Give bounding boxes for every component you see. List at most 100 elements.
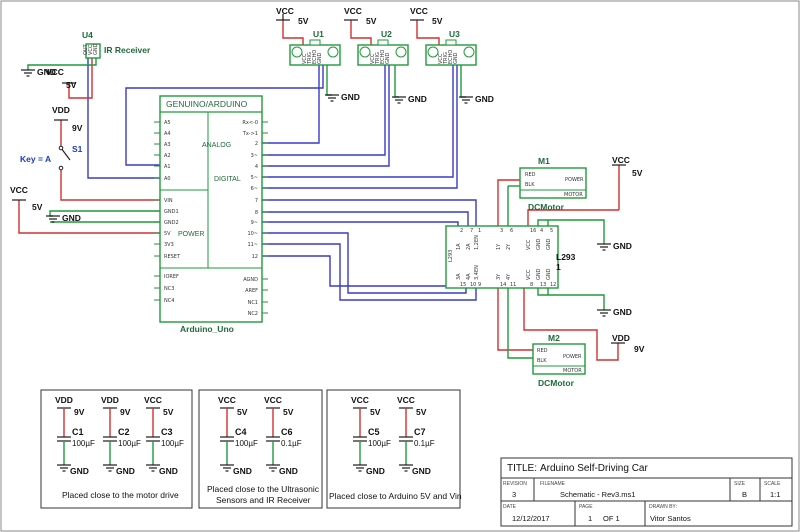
arduino-right-pin: NC1 xyxy=(248,300,258,306)
l293-top-pin: 1A xyxy=(456,243,462,250)
arduino-left-pin: RESET xyxy=(164,254,181,260)
note-motor: Placed close to the motor drive xyxy=(62,490,179,500)
gnd-symbol: GND xyxy=(597,241,632,251)
u1-pin-echo: ECHO xyxy=(312,50,318,64)
svg-text:GND: GND xyxy=(341,92,360,102)
size-value: B xyxy=(742,490,747,499)
cap-rail-value: 5V xyxy=(416,407,427,417)
cap-rail-name: VCC xyxy=(218,395,236,405)
dc-motor-m1[interactable]: RED BLK POWER MOTOR M1 DCMotor xyxy=(519,156,587,212)
u1-pin-vcc: VCC xyxy=(302,53,308,64)
decoupling-box-sensors: Placed close to the Ultrasonic Sensors a… xyxy=(198,389,323,509)
l293-ref: L293 xyxy=(556,252,576,262)
ir-receiver-u4[interactable]: OUT VCC GND U4 IR Receiver xyxy=(82,30,151,59)
title-value: Arduino Self-Driving Car xyxy=(540,463,648,474)
cap-value: 0.1µF xyxy=(281,439,302,448)
m1-name: DCMotor xyxy=(528,202,565,212)
l293-bottom-pin-num: 9 xyxy=(478,282,481,288)
cap-value: 100µF xyxy=(368,439,391,448)
u3-pin-gnd: GND xyxy=(453,52,459,64)
u1-ref: U1 xyxy=(313,29,324,39)
l293-top-pin: 1,2EN xyxy=(474,235,480,250)
arduino-right-pin: 4 xyxy=(255,164,258,170)
arduino-left-pin: A3 xyxy=(164,142,171,148)
cap-gnd-label: GND xyxy=(233,466,252,476)
m2-pin-red: RED xyxy=(537,348,548,354)
decoupling-box-motor: Placed close to the motor drive xyxy=(40,389,193,509)
arduino-right-pin: 2 xyxy=(255,141,258,147)
l293-bottom-pin: 3,4EN xyxy=(474,265,480,280)
l293-bottom-pin-num: 14 xyxy=(500,282,506,288)
arduino-left-pin: 3V3 xyxy=(164,242,174,248)
u4-pin-gnd: GND xyxy=(93,43,99,55)
switch-s1[interactable]: S1 Key = A xyxy=(20,144,83,171)
arduino-right-pin: 3~ xyxy=(251,153,258,159)
m2-name: DCMotor xyxy=(538,378,575,388)
l293-top-pin-num: 2 xyxy=(460,228,463,234)
svg-text:GND: GND xyxy=(37,67,56,77)
l293-sub: 1 xyxy=(556,262,561,272)
arduino-left-pin: A1 xyxy=(164,164,171,170)
u2-pin-echo: ECHO xyxy=(380,50,386,64)
cap-value: 100µF xyxy=(118,439,141,448)
power-label: POWER xyxy=(178,231,204,238)
s1-key: Key = A xyxy=(20,154,51,164)
vdd-symbol-switch: VDD 9V xyxy=(52,105,83,133)
arduino-right-pin: 5~ xyxy=(251,175,258,181)
arduino-uno[interactable]: GENUINO/ARDUINO ANALOG DIGITAL POWER Ard… xyxy=(154,95,268,334)
vcc-symbol-l293: VCC 5V xyxy=(612,155,643,178)
green-ground-wires xyxy=(27,58,605,359)
note-sensors-1: Placed close to the Ultrasonic xyxy=(207,484,320,494)
cap-rail-name: VCC xyxy=(351,395,369,405)
u1-pin-gnd: GND xyxy=(317,52,323,64)
arduino-left-pins: A5A4A3A2A1A0VINGND1GND25V3V3RESETIOREFNC… xyxy=(154,120,181,304)
cap-rail-value: 9V xyxy=(74,407,85,417)
scale-value: 1:1 xyxy=(770,490,780,499)
l293-top-pin-num: 16 xyxy=(530,228,536,234)
ultrasonic-sensor-u1[interactable]: U1 VCC TRIG ECHO GND xyxy=(289,29,341,66)
arduino-left-pin: GND1 xyxy=(164,209,179,215)
u2-pin-vcc: VCC xyxy=(370,53,376,64)
cap-rail-value: 9V xyxy=(120,407,131,417)
u3-pin-vcc: VCC xyxy=(438,53,444,64)
gnd-symbol: GND xyxy=(21,67,56,77)
u3-ref: U3 xyxy=(449,29,460,39)
l293-top-pin: 1Y xyxy=(496,243,502,250)
cap-rail-value: 5V xyxy=(370,407,381,417)
arduino-right-pin: 9~ xyxy=(251,220,258,226)
m2-pin-blk: BLK xyxy=(537,358,547,364)
u4-pin-vcc: VCC xyxy=(88,44,94,55)
l293-chip-label: L293 xyxy=(448,250,454,262)
l293-bottom-pin: 3A xyxy=(456,273,462,280)
l293-bottom-pin-num: 8 xyxy=(530,282,533,288)
ultrasonic-sensor-u2[interactable]: U2 VCC TRIG ECHO GND xyxy=(357,29,409,66)
cap-ref: C4 xyxy=(235,427,247,437)
ultrasonic-sensor-u3[interactable]: U3 VCC TRIG ECHO GND xyxy=(425,29,477,66)
gnd-symbol: GND xyxy=(597,307,632,317)
cap-rail-value: 5V xyxy=(237,407,248,417)
dc-motor-m2[interactable]: RED BLK POWER MOTOR M2 DCMotor xyxy=(532,333,586,388)
l293-bottom-pin: 4A xyxy=(466,273,472,280)
m1-pin-blk: BLK xyxy=(525,182,535,188)
arduino-right-pin: 8 xyxy=(255,210,258,216)
vcc-symbol-u1: VCC 5V xyxy=(276,6,309,26)
arduino-right-pin: 11~ xyxy=(247,242,258,248)
cap-value: 0.1µF xyxy=(414,439,435,448)
l293-bottom-pin-num: 13 xyxy=(540,282,546,288)
gnd-symbol: GND xyxy=(459,94,494,104)
note-arduino: Placed close to Arduino 5V and Vin xyxy=(329,491,462,501)
arduino-header: GENUINO/ARDUINO xyxy=(166,99,248,109)
l293-bottom-pin-num: 15 xyxy=(460,282,466,288)
